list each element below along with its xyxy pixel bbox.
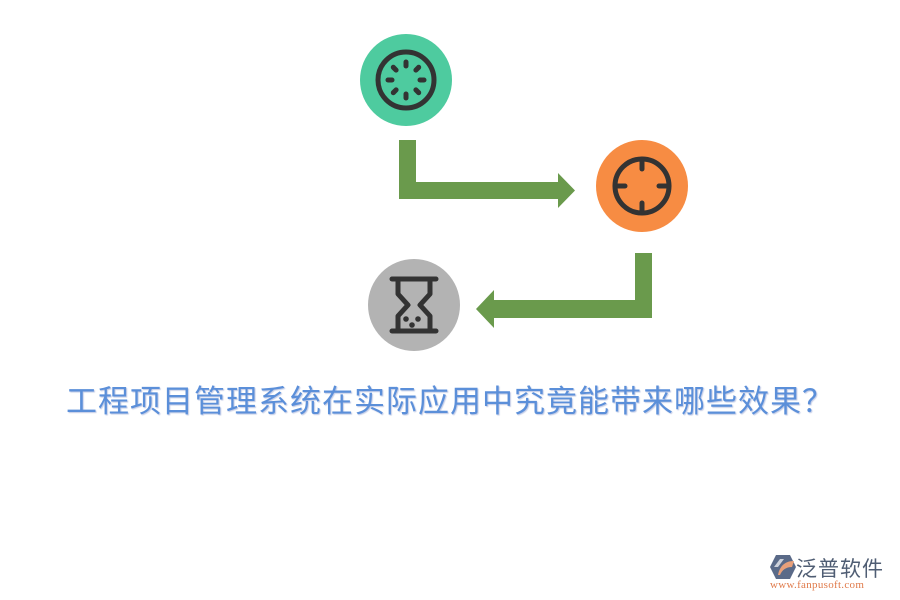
loading-spinner-icon [375,49,437,111]
logo-url: www.fanpusoft.com [770,579,865,591]
node-start [360,34,452,126]
hourglass-icon [389,276,439,334]
logo-brand-name: 泛普软件 [796,557,884,581]
fanpu-logo-icon [770,555,796,579]
arrow-start-to-target [399,140,575,208]
node-time [368,259,460,351]
arrow-target-to-time [476,253,652,328]
crosshair-target-icon [612,156,672,216]
brand-logo: 泛普软件 www.fanpusoft.com [766,553,896,597]
page-title: 工程项目管理系统在实际应用中究竟能带来哪些效果？ [66,384,834,420]
node-target [596,140,688,232]
